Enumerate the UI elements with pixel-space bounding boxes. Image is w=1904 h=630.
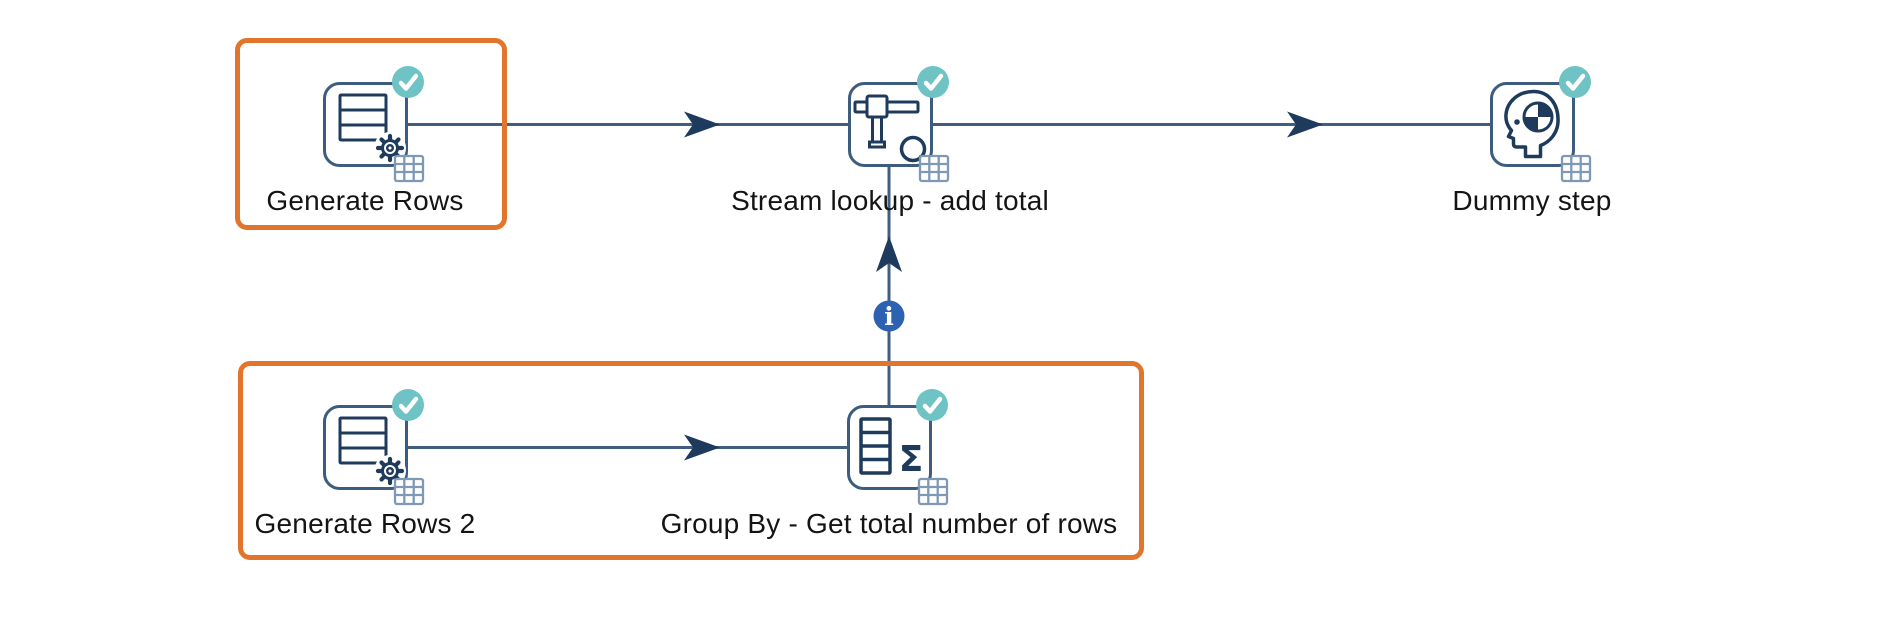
info-circle-icon [873, 300, 905, 332]
data-grid-icon [1560, 154, 1592, 183]
arrowhead-icon [684, 111, 720, 138]
data-grid-icon [393, 154, 425, 183]
step-label: Generate Rows [266, 185, 464, 216]
success-check-icon [1559, 66, 1591, 98]
arrowhead-icon [684, 434, 720, 461]
info-stream-badge[interactable]: i [873, 300, 905, 332]
dummy-step-icon [1490, 66, 1592, 183]
step-generate-rows-2[interactable]: Generate Rows 2 [255, 389, 475, 539]
head-profile-icon [1504, 89, 1560, 159]
gear-icon [375, 456, 405, 486]
gear-icon [375, 133, 405, 163]
group-by-icon: Σ [847, 389, 949, 506]
info-icon: i [884, 302, 894, 331]
data-grid-icon [918, 154, 950, 183]
step-generate-rows[interactable]: Generate Rows [266, 66, 463, 216]
step-label: Generate Rows 2 [254, 508, 476, 539]
data-grid-icon [393, 477, 425, 506]
sigma-icon: Σ [899, 439, 924, 480]
step-stream-lookup[interactable]: Stream lookup - add total [731, 66, 1049, 216]
rows-table-icon [338, 93, 388, 142]
pipe-tee-icon [853, 94, 920, 149]
rows-table-icon [338, 416, 388, 465]
generate-rows-icon [323, 66, 425, 183]
data-grid-icon [917, 477, 949, 506]
column-table-icon [859, 417, 892, 475]
success-check-icon [392, 389, 424, 421]
step-label: Group By - Get total number of rows [660, 508, 1118, 539]
success-check-icon [392, 66, 424, 98]
step-label: Dummy step [1452, 185, 1612, 216]
success-check-icon [916, 389, 948, 421]
stream-lookup-icon [848, 66, 950, 183]
step-group-by[interactable]: Σ Group By - Get total number of rows [661, 389, 1117, 539]
arrowhead-up-icon [876, 236, 902, 272]
step-dummy[interactable]: Dummy step [1452, 66, 1611, 216]
success-check-icon [917, 66, 949, 98]
arrowhead-icon [1287, 111, 1323, 138]
generate-rows-icon [323, 389, 425, 506]
step-label: Stream lookup - add total [731, 185, 1049, 216]
